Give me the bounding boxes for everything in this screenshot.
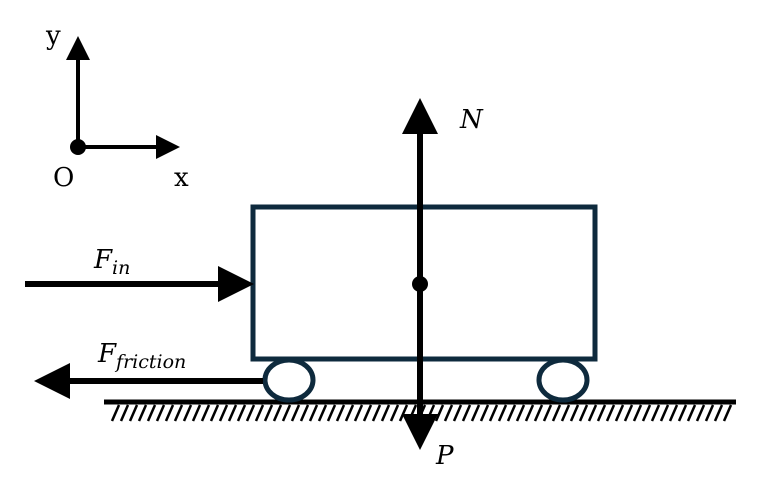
- hatch-line: [560, 404, 571, 422]
- hatch-line: [686, 404, 697, 422]
- hatch-line: [335, 404, 346, 422]
- hatch-line: [407, 404, 418, 422]
- hatch-line: [137, 404, 148, 422]
- hatch-line: [587, 404, 598, 422]
- hatch-line: [677, 404, 688, 422]
- coordinate-axes: y x O: [45, 21, 189, 193]
- hatch-line: [245, 404, 256, 422]
- hatch-line: [461, 404, 472, 422]
- hatch-line: [155, 404, 166, 422]
- hatch-line: [380, 404, 391, 422]
- hatch-line: [254, 404, 265, 422]
- hatch-line: [650, 404, 661, 422]
- hatch-line: [497, 404, 508, 422]
- hatch-line: [470, 404, 481, 422]
- hatch-line: [146, 404, 157, 422]
- hatch-line: [704, 404, 715, 422]
- input-force-symbol: F: [93, 245, 113, 275]
- hatch-line: [659, 404, 670, 422]
- hatch-line: [362, 404, 373, 422]
- hatch-line: [371, 404, 382, 422]
- hatch-line: [299, 404, 310, 422]
- hatch-line: [128, 404, 139, 422]
- hatch-line: [713, 404, 724, 422]
- hatch-line: [551, 404, 562, 422]
- friction-force-symbol: F: [97, 339, 117, 369]
- hatch-line: [191, 404, 202, 422]
- hatch-line: [272, 404, 283, 422]
- hatch-line: [227, 404, 238, 422]
- hatch-line: [290, 404, 301, 422]
- input-force-subscript: in: [112, 257, 130, 279]
- hatch-line: [488, 404, 499, 422]
- hatch-line: [317, 404, 328, 422]
- hatch-line: [434, 404, 445, 422]
- hatch-line: [533, 404, 544, 422]
- vertical-forces: N P: [402, 98, 484, 471]
- hatch-line: [326, 404, 337, 422]
- hatch-line: [389, 404, 400, 422]
- hatch-line: [623, 404, 634, 422]
- hatch-line: [569, 404, 580, 422]
- hatch-line: [209, 404, 220, 422]
- hatch-line: [578, 404, 589, 422]
- center-of-mass-dot: [412, 276, 428, 292]
- hatch-line: [695, 404, 706, 422]
- hatch-line: [119, 404, 130, 422]
- hatch-line: [641, 404, 652, 422]
- origin-label: O: [53, 163, 74, 193]
- friction-force-label: Ffriction: [97, 339, 186, 373]
- hatch-line: [344, 404, 355, 422]
- input-force-label: Fin: [93, 245, 130, 279]
- origin-dot: [70, 139, 86, 155]
- friction-force: Ffriction: [34, 339, 263, 399]
- hatch-line: [479, 404, 490, 422]
- hatch-line: [110, 404, 121, 422]
- friction-force-subscript: friction: [114, 351, 186, 373]
- right-wheel: [536, 357, 590, 403]
- hatch-line: [722, 404, 733, 422]
- hatch-line: [524, 404, 535, 422]
- hatch-line: [200, 404, 211, 422]
- hatch-line: [398, 404, 409, 422]
- hatch-line: [668, 404, 679, 422]
- hatch-line: [596, 404, 607, 422]
- hatch-line: [506, 404, 517, 422]
- hatch-line: [164, 404, 175, 422]
- hatch-line: [542, 404, 553, 422]
- input-force: Fin: [25, 245, 254, 302]
- normal-force-label: N: [459, 105, 484, 135]
- hatch-line: [236, 404, 247, 422]
- hatch-line: [632, 404, 643, 422]
- y-axis-label: y: [45, 21, 61, 51]
- hatch-line: [308, 404, 319, 422]
- hatch-line: [425, 404, 436, 422]
- hatch-line: [263, 404, 274, 422]
- hatch-line: [515, 404, 526, 422]
- hatch-line: [218, 404, 229, 422]
- weight-force-label: P: [435, 441, 454, 471]
- hatch-line: [173, 404, 184, 422]
- x-axis-label: x: [174, 163, 189, 193]
- hatch-line: [605, 404, 616, 422]
- hatch-line: [443, 404, 454, 422]
- hatch-line: [452, 404, 463, 422]
- hatch-line: [281, 404, 292, 422]
- cart: [250, 204, 598, 403]
- hatch-line: [353, 404, 364, 422]
- hatch-line: [614, 404, 625, 422]
- left-wheel: [262, 357, 316, 403]
- hatch-line: [182, 404, 193, 422]
